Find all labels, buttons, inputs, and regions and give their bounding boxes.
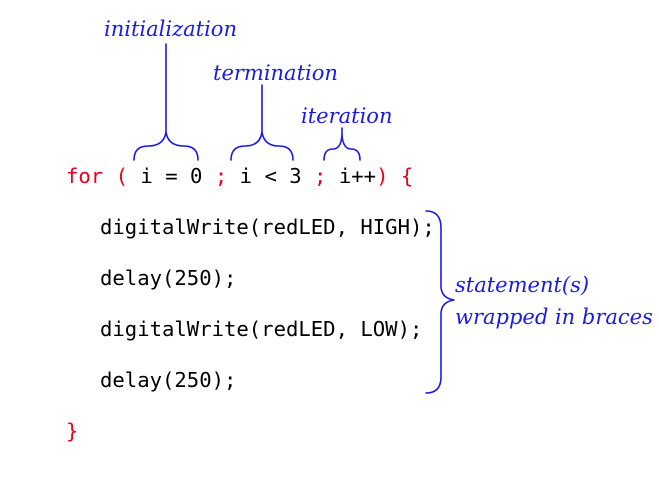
termination-brace — [230, 131, 294, 161]
body-line-3: digitalWrite(redLED, LOW); — [100, 317, 423, 341]
iteration-brace — [323, 134, 361, 161]
semicolon-2: ; — [314, 164, 327, 188]
close-brace: } — [66, 419, 79, 443]
statements-brace — [425, 210, 455, 394]
initialization-brace — [133, 131, 199, 161]
open-brace: { — [400, 164, 414, 188]
statements-label-line2: wrapped in braces — [455, 305, 653, 329]
close-paren: ) — [376, 164, 389, 188]
body-line-2: delay(250); — [100, 266, 237, 290]
semicolon-1: ; — [214, 164, 228, 188]
increment-expression: i++ — [338, 164, 377, 188]
for-loop-header: for ( i = 0 ; i < 3 ; i++) { — [66, 166, 413, 187]
initialization-label: initialization — [104, 17, 237, 41]
for-keyword: for — [66, 164, 104, 188]
body-line-4: delay(250); — [100, 368, 237, 392]
condition-expression: i < 3 — [239, 164, 302, 188]
init-expression: i = 0 — [140, 164, 203, 188]
open-paren: ( — [115, 164, 129, 188]
body-line-1: digitalWrite(redLED, HIGH); — [100, 215, 435, 239]
termination-label: termination — [213, 61, 338, 85]
statements-label-line1: statement(s) — [455, 273, 590, 297]
annotation-strokes — [133, 43, 455, 394]
iteration-label: iteration — [301, 104, 393, 128]
